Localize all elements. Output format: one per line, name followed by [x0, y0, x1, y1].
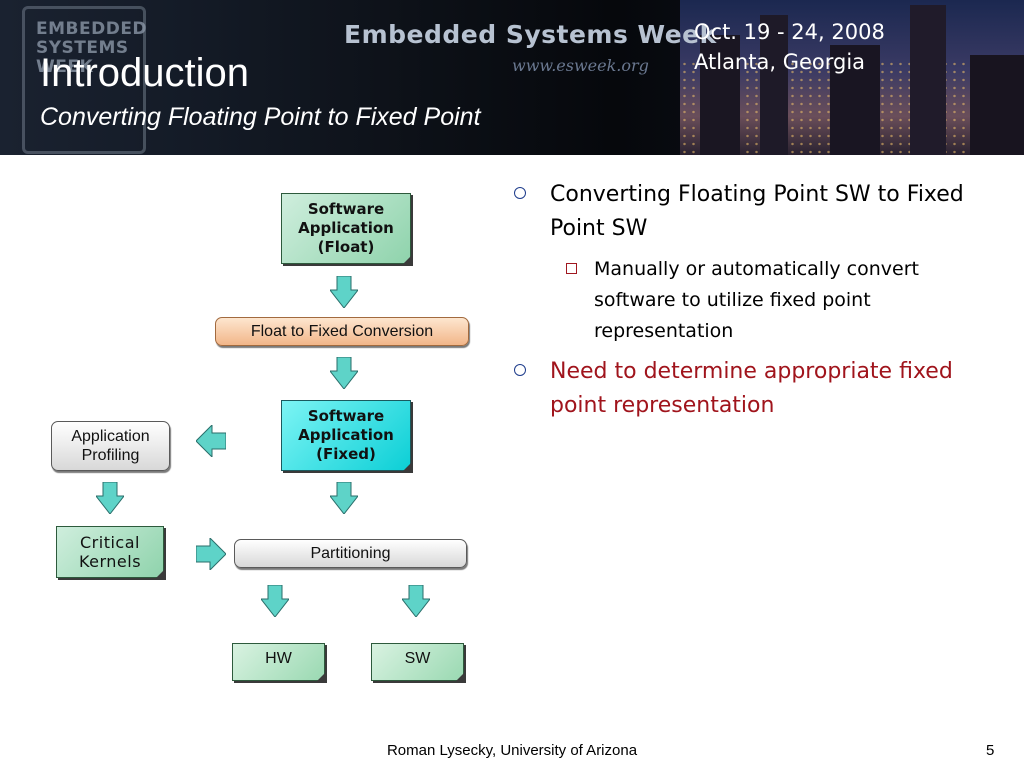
- bullet-text: Need to determine appropriate fixed poin…: [550, 359, 953, 418]
- circle-bullet-icon: [514, 187, 526, 199]
- event-location: Atlanta, Georgia: [694, 50, 866, 74]
- skyline-building: [910, 5, 946, 155]
- arrow-right-icon: [196, 538, 226, 570]
- event-url: www.esweek.org: [512, 56, 649, 75]
- software-float-box: Software Application (Float): [281, 193, 411, 264]
- software-fixed-label: Software Application (Fixed): [298, 407, 394, 463]
- arrow-down-icon: [330, 482, 358, 514]
- event-dates: Oct. 19 - 24, 2008: [694, 20, 885, 44]
- sub-bullet-text: Manually or automatically convert softwa…: [594, 258, 919, 342]
- float-to-fixed-conversion-box: Float to Fixed Conversion: [215, 317, 469, 346]
- partitioning-label: Partitioning: [310, 545, 391, 562]
- header-banner: EMBEDDED SYSTEMS WEEK Embedded Systems W…: [0, 0, 1024, 155]
- sub-bullet-item: Manually or automatically convert softwa…: [510, 254, 1000, 347]
- event-title: Embedded Systems Week: [344, 20, 717, 49]
- critical-kernels-box: Critical Kernels: [56, 526, 164, 578]
- page-number: 5: [986, 742, 995, 759]
- conversion-label: Float to Fixed Conversion: [250, 323, 434, 340]
- sw-label: SW: [404, 650, 431, 667]
- hw-box: HW: [232, 643, 325, 681]
- slide-title: Introduction: [40, 51, 250, 95]
- arrow-down-icon: [402, 585, 430, 617]
- circle-bullet-icon: [514, 364, 526, 376]
- skyline-building: [970, 55, 1024, 155]
- esweek-logo-frame: [22, 6, 146, 154]
- arrow-down-icon: [261, 585, 289, 617]
- skyline-building: [760, 15, 788, 155]
- software-float-label: Software Application (Float): [298, 200, 394, 256]
- arrow-left-icon: [196, 425, 226, 457]
- logo-line: SYSTEMS: [36, 38, 129, 58]
- application-profiling-box: Application Profiling: [51, 421, 170, 471]
- arrow-down-icon: [96, 482, 124, 514]
- arrow-down-icon: [330, 276, 358, 308]
- skyline-building: [700, 35, 740, 155]
- profiling-label: Application Profiling: [71, 428, 150, 464]
- footer-author: Roman Lysecky, University of Arizona: [386, 742, 638, 759]
- logo-line: EMBEDDED: [36, 19, 148, 39]
- hw-label: HW: [265, 650, 292, 667]
- critical-kernels-label: Critical Kernels: [78, 533, 142, 571]
- bullet-item: Converting Floating Point SW to Fixed Po…: [510, 178, 1000, 246]
- bullet-item: Need to determine appropriate fixed poin…: [510, 355, 1000, 423]
- skyline-building: [830, 45, 880, 155]
- sw-box: SW: [371, 643, 464, 681]
- bullet-list: Converting Floating Point SW to Fixed Po…: [510, 178, 1000, 423]
- esweek-logo: EMBEDDED SYSTEMS WEEK: [36, 20, 147, 77]
- slide-subtitle: Converting Floating Point to Fixed Point: [40, 103, 481, 131]
- software-fixed-box: Software Application (Fixed): [281, 400, 411, 471]
- arrow-down-icon: [330, 357, 358, 389]
- partitioning-box: Partitioning: [234, 539, 467, 568]
- square-bullet-icon: [566, 263, 577, 274]
- bullet-text: Converting Floating Point SW to Fixed Po…: [550, 182, 964, 241]
- logo-line: WEEK: [36, 57, 94, 77]
